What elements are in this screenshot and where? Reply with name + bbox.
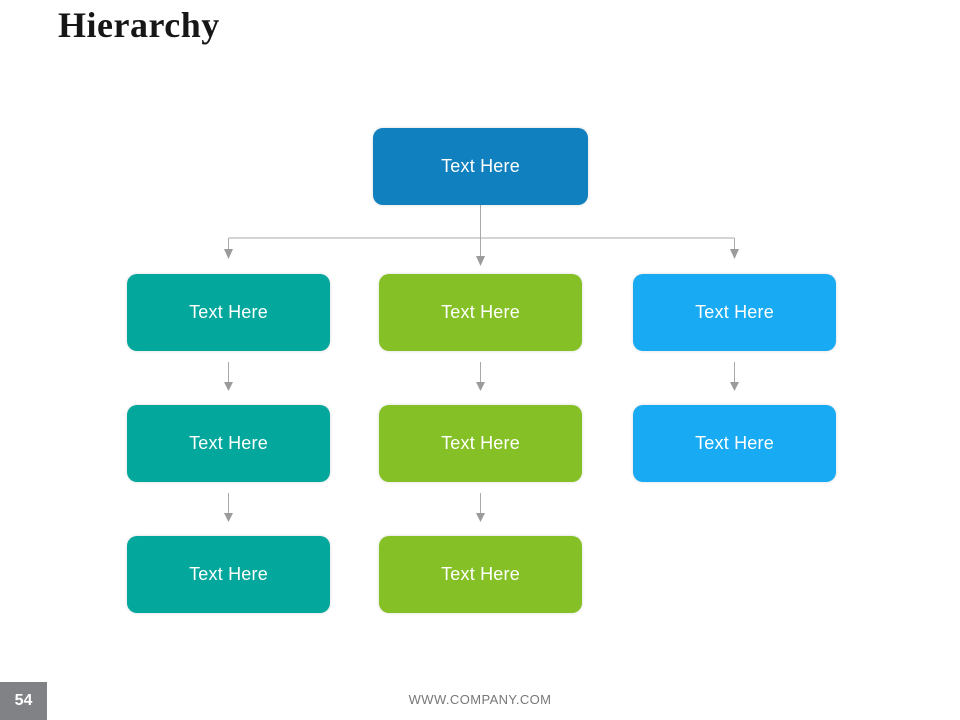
- hierarchy-node-right-2: Text Here: [633, 405, 836, 482]
- node-label: Text Here: [695, 433, 774, 453]
- hierarchy-node-left-2: Text Here: [127, 405, 330, 482]
- hierarchy-node-left-1: Text Here: [127, 274, 330, 351]
- node-label: Text Here: [441, 156, 520, 176]
- hierarchy-node-middle-2: Text Here: [379, 405, 582, 482]
- node-label: Text Here: [189, 302, 268, 322]
- footer-url: WWW.COMPANY.COM: [408, 692, 552, 707]
- node-label: Text Here: [441, 564, 520, 584]
- node-label: Text Here: [189, 433, 268, 453]
- arrow-down-icon: [224, 513, 233, 522]
- node-label: Text Here: [695, 302, 774, 322]
- arrow-down-icon: [224, 249, 233, 259]
- page-number-badge: 54: [0, 682, 47, 720]
- arrow-down-icon: [476, 256, 485, 266]
- hierarchy-node-right-1: Text Here: [633, 274, 836, 351]
- node-label: Text Here: [441, 433, 520, 453]
- arrow-down-icon: [476, 513, 485, 522]
- node-label: Text Here: [189, 564, 268, 584]
- node-label: Text Here: [441, 302, 520, 322]
- arrow-down-icon: [224, 382, 233, 391]
- hierarchy-node-middle-1: Text Here: [379, 274, 582, 351]
- arrow-down-icon: [476, 382, 485, 391]
- arrow-down-icon: [730, 249, 739, 259]
- arrow-down-icon: [730, 382, 739, 391]
- hierarchy-node-left-3: Text Here: [127, 536, 330, 613]
- hierarchy-node-root: Text Here: [373, 128, 588, 205]
- page-title: Hierarchy: [58, 5, 220, 45]
- page-number: 54: [14, 692, 33, 709]
- hierarchy-node-middle-3: Text Here: [379, 536, 582, 613]
